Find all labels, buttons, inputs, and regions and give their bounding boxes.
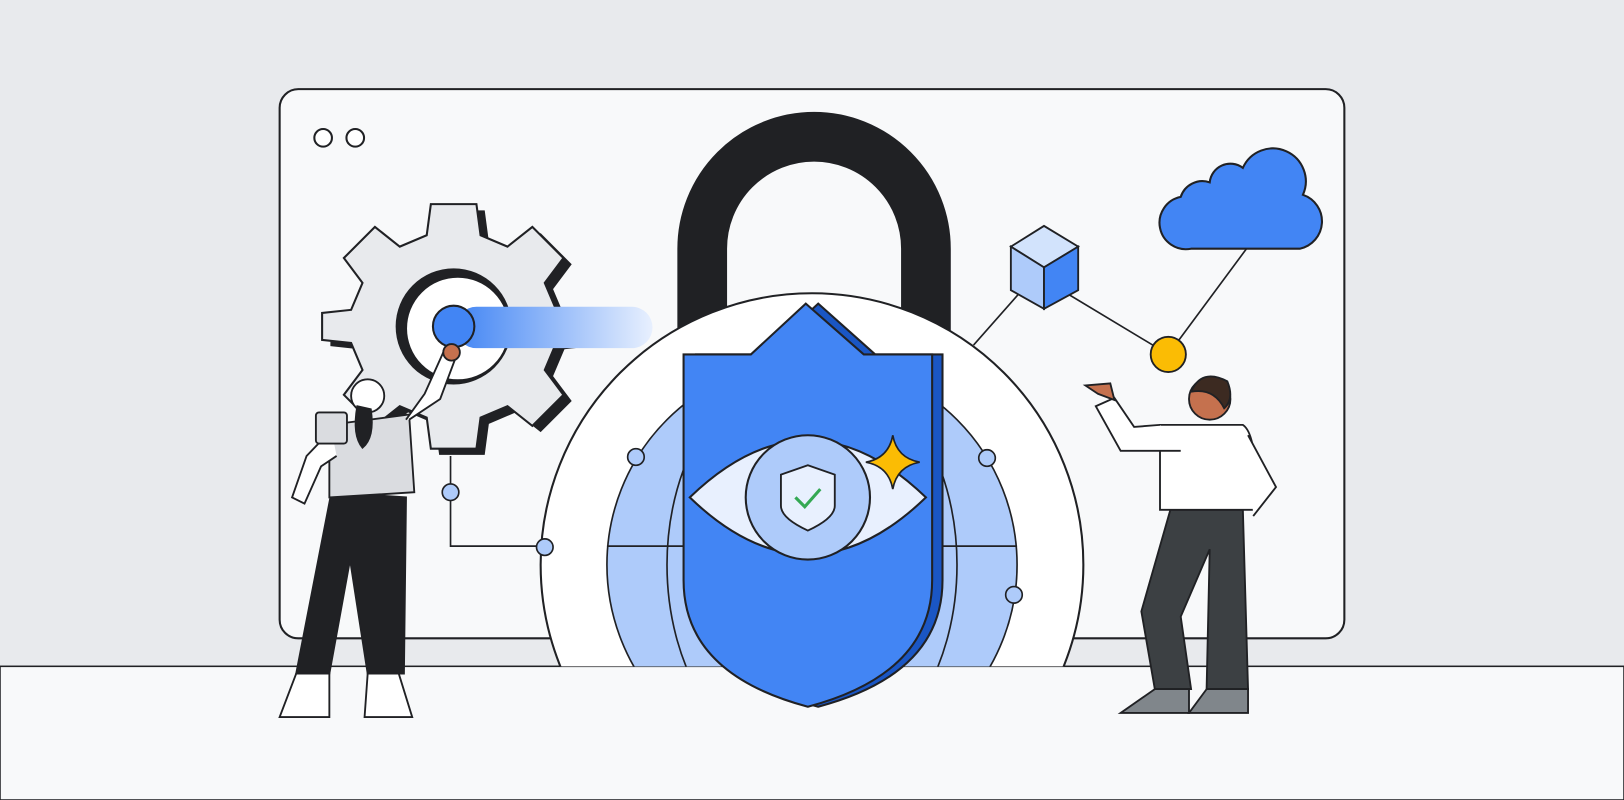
network-nodes xyxy=(441,447,1024,604)
check-shield-icon xyxy=(779,464,836,532)
cloud-icon xyxy=(1158,147,1324,251)
tablet-icon xyxy=(314,411,348,445)
slider-knob xyxy=(431,304,476,349)
person-right xyxy=(1082,375,1278,714)
eye-icon xyxy=(688,434,928,561)
sparkle-icon xyxy=(865,435,920,490)
padlock-shackle-icon xyxy=(677,111,951,342)
node-icon xyxy=(1149,335,1187,373)
check-icon xyxy=(794,488,822,510)
slider xyxy=(431,304,653,349)
window-dot-icon xyxy=(345,127,366,148)
cube-icon xyxy=(1009,224,1080,311)
window-dot-icon xyxy=(313,127,333,148)
person-left xyxy=(278,343,461,719)
